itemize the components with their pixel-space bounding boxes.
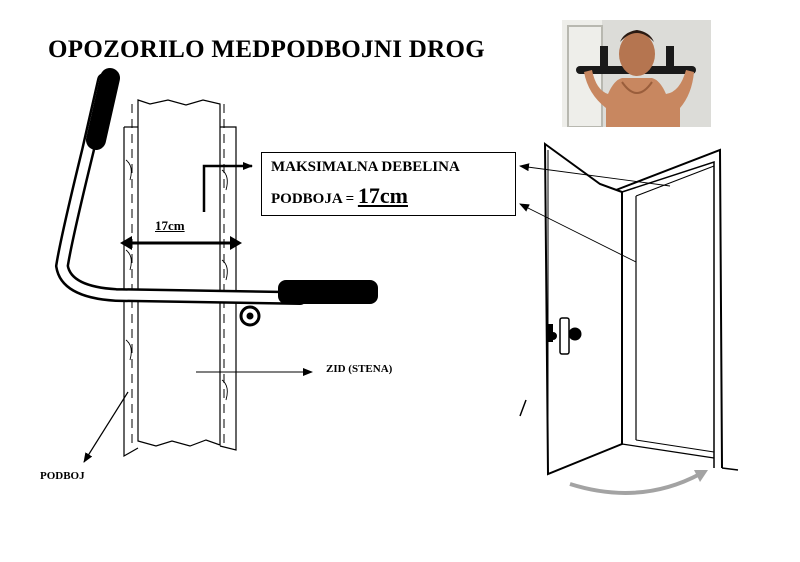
callout-leader-arrow [202, 162, 253, 212]
width-label: 17cm [155, 218, 185, 233]
callout-line-1: MAKSIMALNA DEBELINA [271, 159, 460, 175]
pull-up-bar [54, 68, 378, 327]
open-door-drawing [519, 142, 739, 476]
callout-line-2: PODBOJA = 17cm [271, 183, 408, 209]
max-thickness-callout: MAKSIMALNA DEBELINA PODBOJA = 17cm [261, 152, 516, 216]
door-frame-section [123, 99, 237, 458]
door-frame-pointer-bottom [519, 203, 637, 263]
width-dimension-arrow [120, 236, 242, 250]
frame-pointer-arrow [83, 391, 129, 463]
wall-label: ZID (STENA) [326, 363, 393, 375]
pull-up-man-photo-icon [562, 20, 711, 127]
door-frame-pointer-top [519, 163, 671, 187]
frame-label: PODBOJ [40, 470, 85, 482]
callout-prefix: PODBOJA = [271, 191, 358, 207]
door-swing-arrow [569, 472, 701, 495]
page-title: OPOZORILO MEDPODBOJNI DROG [48, 36, 485, 63]
callout-value: 17cm [357, 183, 408, 208]
